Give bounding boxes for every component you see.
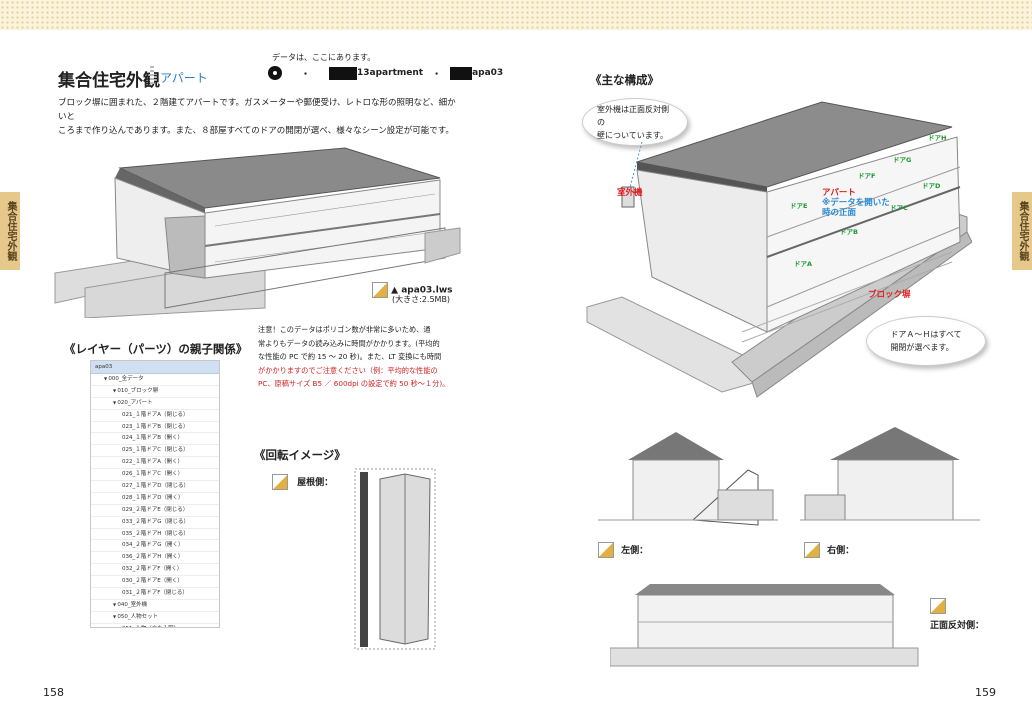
title-divider <box>150 66 154 84</box>
roof-view-render <box>354 468 436 650</box>
warning-text: 注意！このデータはポリゴン数が非常に多いため、通 常よりもデータの読み込みに時間… <box>258 325 450 388</box>
tree-row[interactable]: ▼ 050_人物セット <box>91 612 219 624</box>
tree-row[interactable]: 030_２階ドアE（開く） <box>91 576 219 589</box>
left-cube-icon <box>598 542 614 558</box>
ac-callout: 室外機は正面反対側の 壁についています。 <box>582 98 688 146</box>
tree-row[interactable]: 025_１階ドアC（閉じる） <box>91 445 219 458</box>
tree-row[interactable]: ▼ 020_アパート <box>91 398 219 410</box>
apartment-render-isometric <box>586 101 972 398</box>
left-side-render <box>598 432 778 526</box>
page-subtitle: アパート <box>160 71 208 85</box>
tree-row[interactable]: 032_２階ドアF（開く） <box>91 564 219 577</box>
block-wall-label: ブロック塀 <box>868 290 911 300</box>
tree-row[interactable]: 022_１階ドアA（開く） <box>91 457 219 470</box>
tree-row[interactable]: 035_２階ドアH（閉じる） <box>91 529 219 541</box>
redacted-folder <box>329 66 358 80</box>
tree-row[interactable]: 031_２階ドアF（閉じる） <box>91 588 219 600</box>
expand-arrow-icon[interactable]: ▼ <box>113 387 118 393</box>
right-cube-icon <box>804 542 820 558</box>
data-path: ・ 13apartment ・ apa03 <box>268 66 503 80</box>
tree-row[interactable]: 027_１階ドアD（閉じる） <box>91 481 219 493</box>
roof-cube-icon <box>272 474 288 490</box>
tree-row[interactable]: 023_１階ドアB（閉じる） <box>91 422 219 434</box>
tree-row[interactable]: 024_１階ドアB（開く） <box>91 433 219 446</box>
intro-text: ブロック塀に囲まれた、２階建てアパートです。ガスメーターや郵便受け、レトロな形の… <box>58 98 456 136</box>
door-label-f: ドアF <box>858 172 876 180</box>
page-number-right: 159 <box>975 686 996 699</box>
layer-heading: 《レイヤー（パーツ）の親子関係》 <box>64 342 248 356</box>
page-title: 集合住宅外観 <box>58 71 160 91</box>
main-structure-heading: 《主な構成》 <box>590 73 659 87</box>
path-folder: 13apartment <box>357 68 424 78</box>
path-file: apa03 <box>472 68 504 78</box>
expand-arrow-icon[interactable]: ▼ <box>113 399 118 405</box>
door-label-a: ドアA <box>794 260 813 268</box>
file-name: ▲ apa03.lws <box>391 285 453 296</box>
file-info: ▲ apa03.lws <box>372 282 452 298</box>
ac-unit-label: 室外機 <box>617 188 643 198</box>
doors-callout: ドアＡ～Ｈはすべて 開閉が選べます。 <box>866 316 986 366</box>
disc-icon <box>268 66 282 80</box>
file-size: (大きさ:2.5MB) <box>392 295 451 304</box>
top-dot-band <box>0 0 1032 30</box>
tree-row[interactable]: 026_１階ドアC（開く） <box>91 469 219 482</box>
back-view-render <box>610 584 919 667</box>
tree-row[interactable]: 021_１階ドアA（閉じる） <box>91 410 219 422</box>
tree-row[interactable]: ▼ 010_ブロック塀 <box>91 386 219 398</box>
tree-root[interactable]: apa03 <box>91 361 219 374</box>
tree-row[interactable]: 051_人物（立ち１階） <box>91 624 219 627</box>
left-view-label: 左側： <box>598 542 648 558</box>
door-label-d: ドアD <box>922 182 941 190</box>
door-label-b: ドアB <box>840 228 858 236</box>
file-cube-icon <box>372 282 388 298</box>
door-label-g: ドアG <box>893 156 912 164</box>
redacted-folder-2 <box>450 66 473 80</box>
callout-pointer <box>627 141 643 196</box>
apartment-render-main <box>54 147 461 318</box>
door-label-e: ドアE <box>790 202 808 210</box>
expand-arrow-icon[interactable]: ▼ <box>104 376 109 381</box>
tree-row[interactable]: 029_２階ドアE（閉じる） <box>91 505 219 517</box>
apartment-label: アパート ※データを開いた 時の正面 <box>822 188 890 218</box>
back-view-label: 正面反対側： <box>930 598 984 631</box>
right-view-label: 右側： <box>804 542 854 558</box>
chapter-tab-left: 集合住宅外観 <box>0 192 20 270</box>
chapter-tab-right: 集合住宅外観 <box>1012 192 1032 270</box>
expand-arrow-icon[interactable]: ▼ <box>113 601 118 607</box>
back-cube-icon <box>930 598 946 614</box>
tree-row[interactable]: 033_２階ドアG（閉じる） <box>91 517 219 529</box>
door-label-h: ドアH <box>928 134 947 142</box>
tree-row[interactable]: ▼ 040_室外機 <box>91 600 219 612</box>
roof-view-label: 屋根側： <box>272 474 333 490</box>
data-location-label: データは、ここにあります。 <box>272 53 376 62</box>
tree-row[interactable]: ▼ 000_全データ <box>91 374 219 386</box>
expand-arrow-icon[interactable]: ▼ <box>113 613 118 619</box>
page-number-left: 158 <box>43 686 64 699</box>
tree-row[interactable]: 028_１階ドアD（開く） <box>91 493 219 505</box>
door-label-c: ドアC <box>890 204 908 212</box>
right-side-render <box>800 427 980 521</box>
tree-row[interactable]: 034_２階ドアG（開く） <box>91 540 219 553</box>
rotate-heading: 《回転イメージ》 <box>254 448 346 462</box>
tree-row[interactable]: 036_２階ドアH（開く） <box>91 552 219 565</box>
